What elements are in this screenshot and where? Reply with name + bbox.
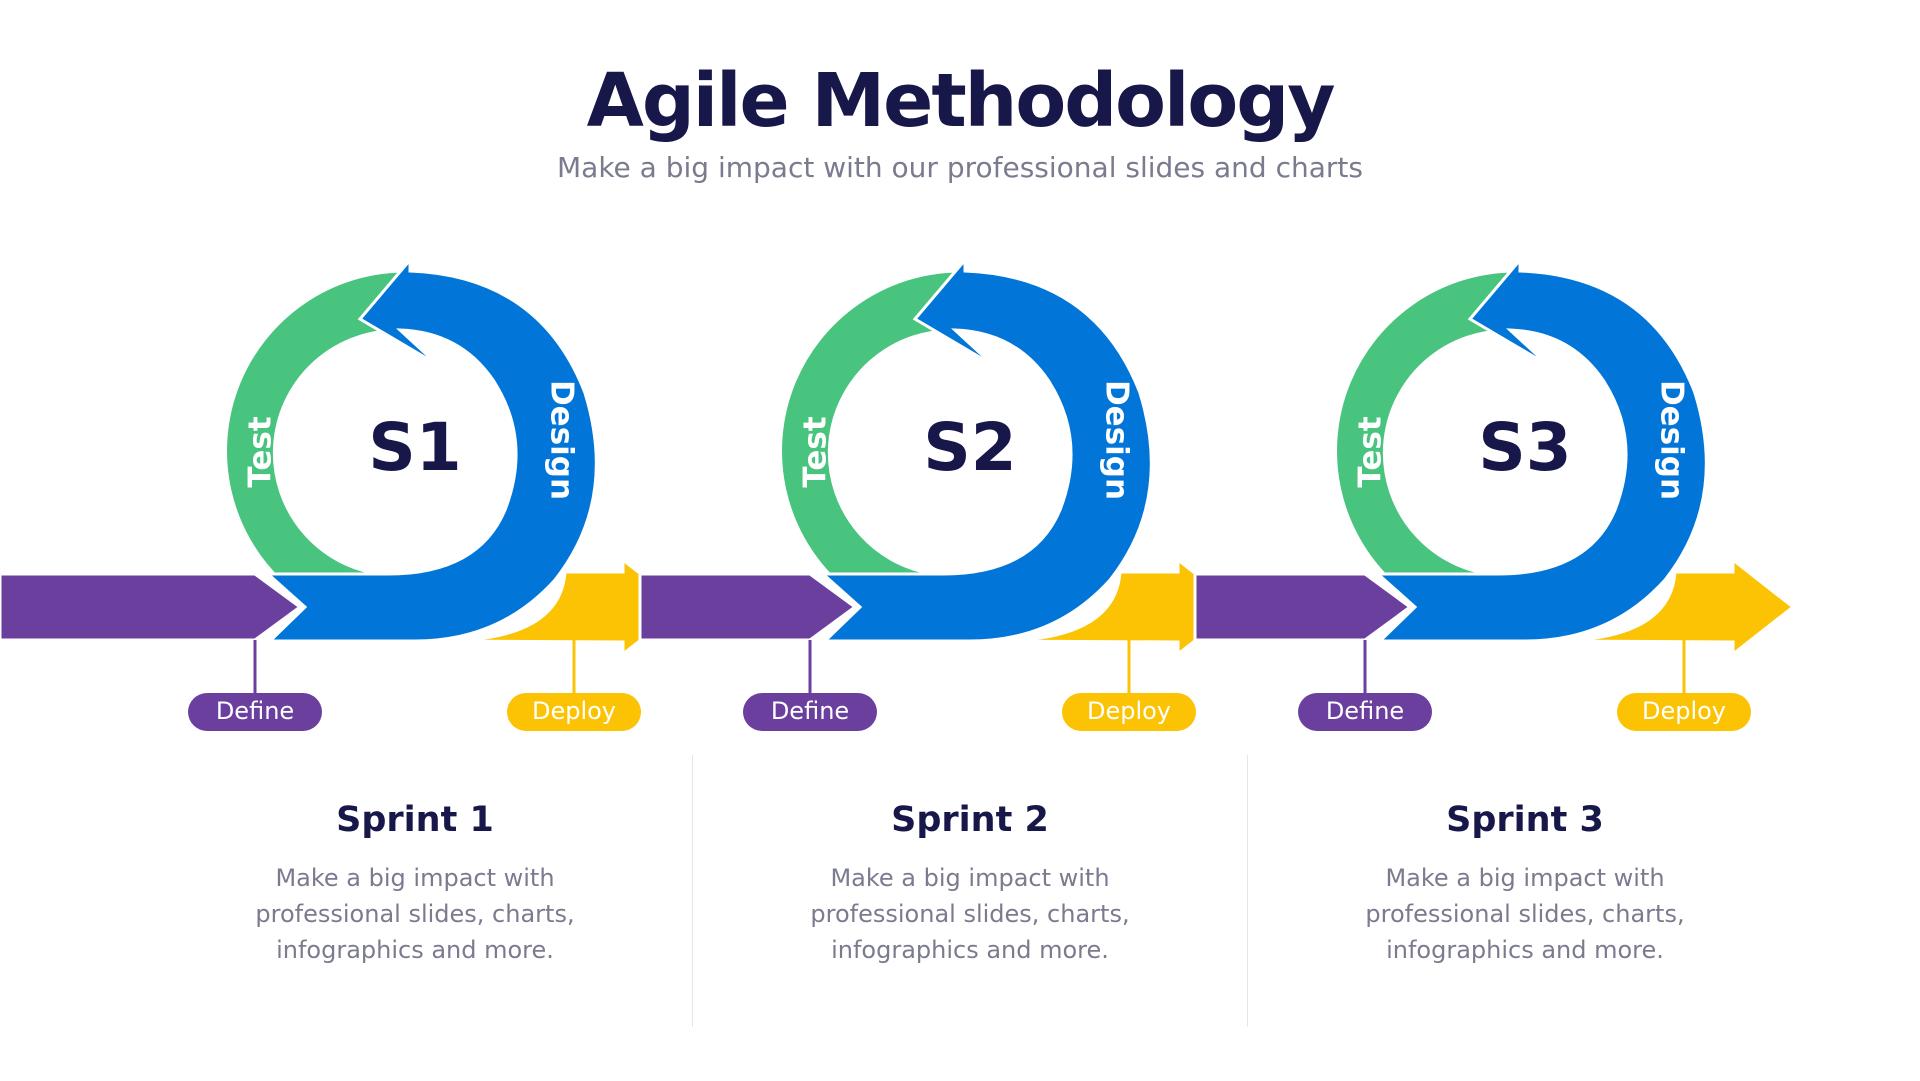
design-segment-3 xyxy=(1374,255,1708,643)
column-divider-1 xyxy=(692,755,693,1027)
deploy-pill-3 xyxy=(1617,693,1751,731)
define-pill-3 xyxy=(1298,693,1432,731)
define-label-1: Define xyxy=(216,697,294,725)
deploy-label-2: Deploy xyxy=(1087,697,1171,725)
define-label-2: Define xyxy=(771,697,849,725)
sprint-2-cycle xyxy=(638,255,1241,658)
sprint-1-test-label: Test xyxy=(243,416,279,488)
deploy-pill-2 xyxy=(1062,693,1196,731)
define-arrow-3 xyxy=(1193,572,1413,642)
deploy-pill-1 xyxy=(507,693,641,731)
sprint-2-description: Make a big impact with professional slid… xyxy=(810,864,1130,964)
sprint-3-design-label: Design xyxy=(1654,380,1690,500)
sprint-1-title: Sprint 1 xyxy=(336,800,494,840)
sprint-3-description: Make a big impact with professional slid… xyxy=(1365,864,1685,964)
sprint-3-code: S3 xyxy=(1478,409,1571,486)
sprint-1-description: Make a big impact with professional slid… xyxy=(255,864,575,964)
column-divider-2 xyxy=(1247,755,1248,1027)
page-subtitle: Make a big impact with our professional … xyxy=(557,151,1363,184)
sprint-3-title: Sprint 3 xyxy=(1446,800,1604,840)
define-arrow-1 xyxy=(0,572,303,642)
sprint-1-code: S1 xyxy=(368,409,461,486)
sprint-2-code: S2 xyxy=(923,409,1016,486)
define-pill-2 xyxy=(743,693,877,731)
sprint-1-block: Sprint 1 Make a big impact with professi… xyxy=(205,800,625,968)
deploy-arrow-3 xyxy=(1549,556,1796,658)
sprint-1-design-label: Design xyxy=(544,380,580,500)
define-arrow-2 xyxy=(638,572,858,642)
deploy-label-1: Deploy xyxy=(532,697,616,725)
design-segment-2 xyxy=(819,255,1153,643)
define-label-3: Define xyxy=(1326,697,1404,725)
define-pill-1 xyxy=(188,693,322,731)
sprint-3-cycle xyxy=(1193,255,1796,658)
sprint-3-block: Sprint 3 Make a big impact with professi… xyxy=(1315,800,1735,968)
deploy-label-3: Deploy xyxy=(1642,697,1726,725)
sprint-2-block: Sprint 2 Make a big impact with professi… xyxy=(760,800,1180,968)
sprint-2-title: Sprint 2 xyxy=(891,800,1049,840)
sprint-2-design-label: Design xyxy=(1099,380,1135,500)
page-title: Agile Methodology xyxy=(586,58,1336,144)
sprint-1-cycle xyxy=(0,255,686,658)
sprint-2-test-label: Test xyxy=(798,416,834,488)
design-segment-1 xyxy=(264,255,598,643)
sprint-3-test-label: Test xyxy=(1353,416,1389,488)
